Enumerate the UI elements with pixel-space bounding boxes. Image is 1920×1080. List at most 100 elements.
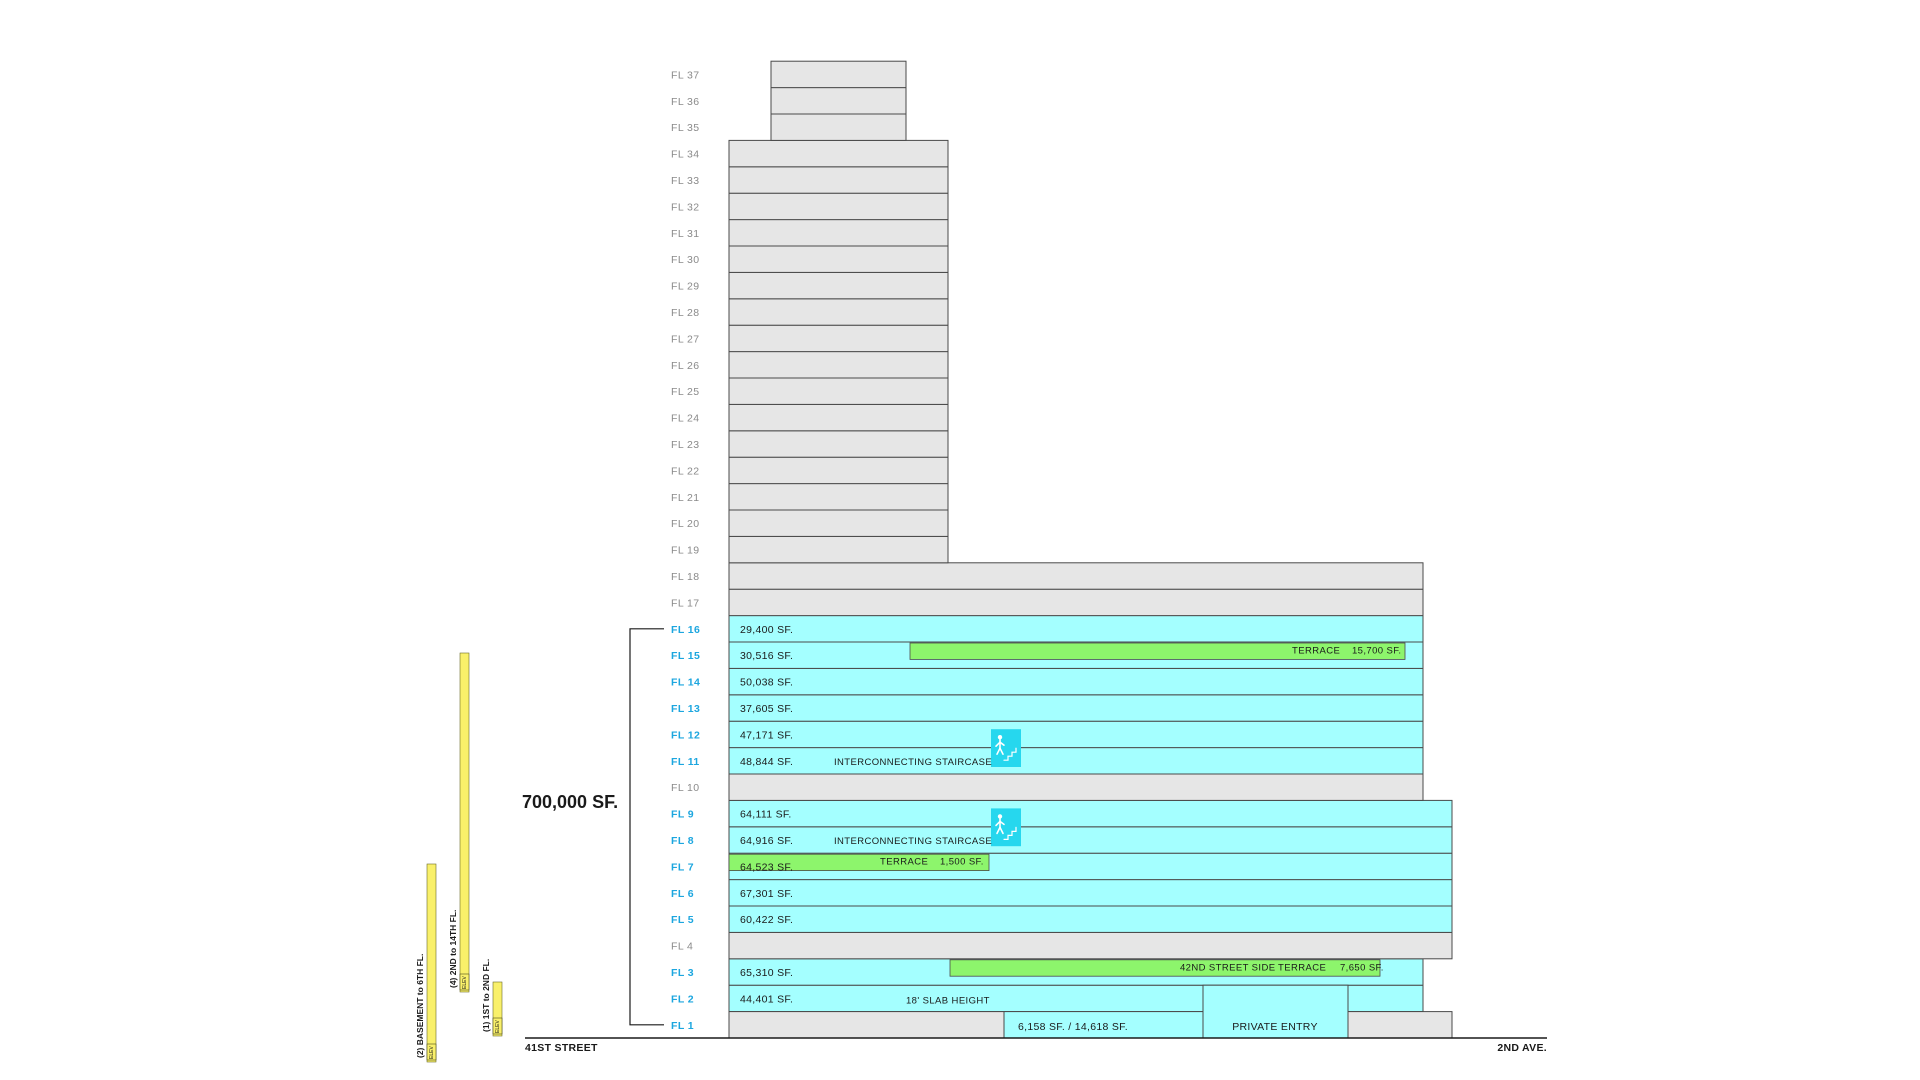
floor-row-29[interactable] [728, 271, 949, 300]
floor-label-5: FL 5 [671, 914, 694, 926]
floor-label-27: FL 27 [671, 333, 699, 345]
floor-sf-8: 64,916 SF. [740, 835, 793, 847]
floor-sf-16: 29,400 SF. [740, 624, 793, 636]
floor-row-25[interactable] [728, 377, 949, 405]
floor-row-24[interactable] [728, 403, 949, 432]
floor-row-16[interactable] [728, 615, 1424, 643]
person-on-stairs-icon [995, 814, 1017, 841]
floor-row-21[interactable] [728, 483, 949, 511]
floor-row-9[interactable] [728, 799, 1453, 828]
floor-label-29: FL 29 [671, 281, 699, 293]
floor-row-13[interactable] [728, 694, 1424, 722]
floor-row-6[interactable] [728, 879, 1453, 907]
private-entry-label: PRIVATE ENTRY [1232, 1021, 1318, 1033]
floor-row-33[interactable] [728, 166, 949, 194]
floor-rows [728, 60, 1453, 1039]
terrace-sf-fl3: 7,650 SF. [1340, 962, 1384, 973]
floor-row-23[interactable] [728, 430, 949, 458]
elevator-label-1: (2) BASEMENT to 6TH FL. [415, 954, 425, 1058]
floor-sf-13: 37,605 SF. [740, 703, 793, 715]
floor-row-18[interactable] [728, 562, 1424, 590]
terrace-prefix-fl3: 42ND STREET SIDE [1180, 962, 1275, 973]
floor-label-22: FL 22 [671, 465, 699, 477]
floor-label-12: FL 12 [671, 729, 700, 741]
floor-label-23: FL 23 [671, 439, 699, 451]
floor-row-36[interactable] [770, 87, 907, 115]
floor-label-31: FL 31 [671, 228, 699, 240]
terrace-fl15 [909, 642, 1406, 660]
floor-row-19[interactable] [728, 535, 949, 564]
ground-available [1003, 1011, 1204, 1039]
floor-sf-7: 64,523 SF. [740, 861, 793, 873]
floor-label-11: FL 11 [671, 756, 700, 768]
terrace-fl7 [728, 853, 990, 872]
floor-row-26[interactable] [728, 351, 949, 379]
floor-label-6: FL 6 [671, 888, 694, 900]
elevator-bar-3 [492, 981, 503, 1037]
ground-base-left [728, 1011, 1005, 1039]
floor-row-4[interactable] [728, 931, 1453, 960]
floor-label-34: FL 34 [671, 149, 699, 161]
floor-row-32[interactable] [728, 192, 949, 221]
terrace-fl3 [949, 959, 1381, 977]
elevator-tag-2: ELEV [462, 976, 468, 989]
floor-row-14[interactable] [728, 667, 1424, 696]
floor-sf-3: 65,310 SF. [740, 967, 793, 979]
floor-row-31[interactable] [728, 219, 949, 247]
floor-label-30: FL 30 [671, 254, 699, 266]
availability-bracket [629, 628, 664, 1026]
floor-sf-14: 50,038 SF. [740, 677, 793, 689]
terrace-label-fl7: TERRACE [880, 857, 928, 868]
floor-label-28: FL 28 [671, 307, 699, 319]
floor-row-11[interactable] [728, 747, 1424, 775]
elevator-label-2: (4) 2ND to 14TH FL. [448, 910, 458, 988]
terrace-label-fl3: TERRACE [1278, 962, 1326, 973]
floor-label-7: FL 7 [671, 861, 694, 873]
elevator-bar-1 [426, 863, 437, 1063]
floor-row-30[interactable] [728, 245, 949, 273]
floor-label-20: FL 20 [671, 518, 699, 530]
terrace-sf-fl7: 1,500 SF. [940, 857, 984, 868]
floor-label-25: FL 25 [671, 386, 699, 398]
floor-row-20[interactable] [728, 509, 949, 537]
floor-sf-2: 44,401 SF. [740, 993, 793, 1005]
floor-label-21: FL 21 [671, 492, 699, 504]
floor-label-4: FL 4 [671, 941, 693, 953]
floor-label-37: FL 37 [671, 69, 699, 81]
floor-row-28[interactable] [728, 298, 949, 326]
floor-sf-12: 47,171 SF. [740, 729, 793, 741]
street-label-right: 2ND AVE. [1497, 1042, 1547, 1054]
floor-row-27[interactable] [728, 324, 949, 353]
floor-label-13: FL 13 [671, 703, 700, 715]
floor-label-35: FL 35 [671, 122, 699, 134]
total-sf-label: 700,000 SF. [522, 792, 618, 812]
terrace-sf-fl15: 15,700 SF. [1352, 646, 1401, 657]
floor-row-34[interactable] [728, 139, 949, 168]
floor-label-17: FL 17 [671, 597, 699, 609]
person-on-stairs-icon [995, 735, 1017, 761]
floor-label-8: FL 8 [671, 835, 694, 847]
floor-row-37[interactable] [770, 60, 907, 89]
floor-sf-5: 60,422 SF. [740, 914, 793, 926]
floor-label-10: FL 10 [671, 782, 699, 794]
staircase-label: INTERCONNECTING STAIRCASE [834, 757, 992, 768]
floor-label-32: FL 32 [671, 201, 699, 213]
floor-row-5[interactable] [728, 905, 1453, 933]
elevator-tag-box-2 [459, 973, 470, 991]
floor-label-9: FL 9 [671, 809, 694, 821]
floor-row-35[interactable] [770, 113, 907, 141]
floor-row-8[interactable] [728, 826, 1453, 854]
floor-row-10[interactable] [728, 773, 1424, 801]
terrace-label-fl15: TERRACE [1292, 646, 1340, 657]
floor-row-22[interactable] [728, 456, 949, 485]
floor-row-12[interactable] [728, 720, 1424, 749]
street-label-left: 41ST STREET [525, 1042, 598, 1054]
floor-label-26: FL 26 [671, 360, 699, 372]
elevator-bar-2 [459, 652, 470, 993]
floor-row-17[interactable] [728, 588, 1424, 617]
ground-base-right [1347, 1011, 1453, 1039]
floor-label-14: FL 14 [671, 677, 700, 689]
floor-label-19: FL 19 [671, 545, 699, 557]
